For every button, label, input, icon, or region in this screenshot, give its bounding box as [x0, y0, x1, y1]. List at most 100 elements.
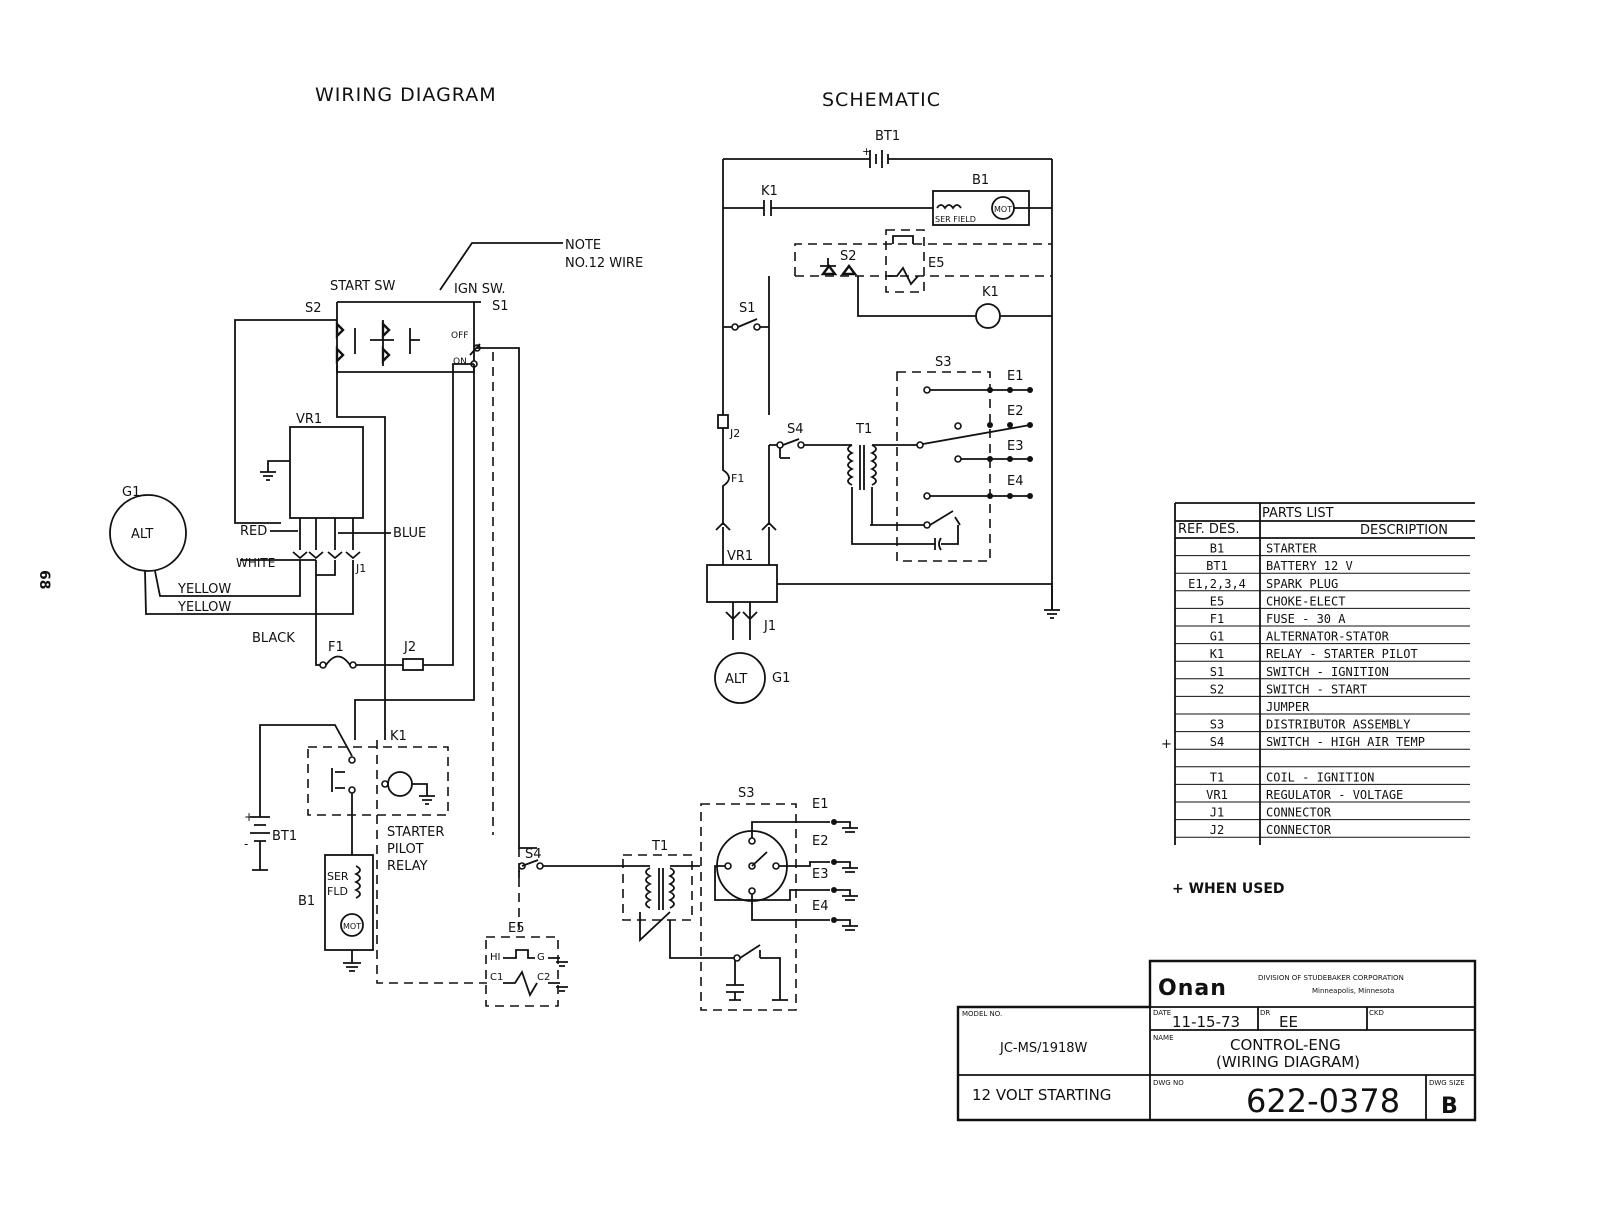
parts-row-desc: JUMPER — [1266, 700, 1310, 714]
sch-s2-label: S2 — [840, 249, 857, 264]
parts-row-desc: BATTERY 12 V — [1266, 559, 1353, 573]
parts-row-desc: COIL - IGNITION — [1266, 770, 1374, 784]
plus-mark: + — [1161, 737, 1172, 752]
e3-label: E3 — [812, 867, 829, 882]
e4-label: E4 — [812, 899, 829, 914]
sch-s4-switch — [769, 438, 800, 459]
bt1-label: BT1 — [272, 829, 297, 844]
s4-label: S4 — [525, 847, 542, 862]
schematic-title: SCHEMATIC — [822, 89, 941, 111]
ckd-label: CKD — [1369, 1009, 1384, 1017]
starter-pilot-label-3: RELAY — [387, 859, 428, 874]
svg-text:-: - — [244, 837, 248, 851]
hi-label: HI — [490, 952, 500, 963]
parts-row-desc: CHOKE-ELECT — [1266, 594, 1345, 608]
k1-label: K1 — [390, 729, 407, 744]
f1-fuse-icon — [325, 655, 351, 666]
vr1-label: VR1 — [296, 412, 322, 427]
dwg-label: DWG NO — [1153, 1079, 1184, 1087]
starter-pilot-label-1: STARTER — [387, 825, 444, 840]
sch-rails — [722, 159, 1053, 610]
sch-e2-label: E2 — [1007, 404, 1024, 419]
s4-switch-icon — [518, 859, 539, 878]
k1-relay-box — [307, 746, 449, 816]
sch-f1-label: F1 — [731, 472, 744, 485]
parts-row-desc: FUSE - 30 A — [1266, 612, 1346, 626]
f1-label: F1 — [328, 640, 344, 655]
plug-grounds-icon — [836, 821, 858, 931]
sch-e1-label: E1 — [1007, 369, 1024, 384]
c1-label: C1 — [490, 972, 503, 983]
sch-g1-label: G1 — [772, 671, 790, 686]
wire-s2-vr1 — [234, 319, 337, 524]
ser-label: SER — [327, 870, 349, 883]
parts-row-ref: S3 — [1210, 718, 1224, 732]
starting-voltage: 12 VOLT STARTING — [972, 1086, 1111, 1104]
sch-s3-box — [896, 371, 991, 562]
sch-k1-contact-label: K1 — [761, 184, 778, 199]
drawing-number: 622-0378 — [1246, 1082, 1400, 1120]
e2-label: E2 — [812, 834, 829, 849]
ign-sw-label: IGN SW. — [454, 282, 506, 297]
j1-connector-icon — [292, 551, 361, 560]
parts-row-desc: SWITCH - HIGH AIR TEMP — [1266, 735, 1425, 749]
b1-label: B1 — [298, 894, 315, 909]
parts-row-ref: S2 — [1210, 682, 1224, 696]
parts-row-desc: SWITCH - START — [1266, 682, 1367, 696]
size-value: B — [1441, 1094, 1458, 1119]
bt1-battery-icon: + - — [244, 784, 270, 871]
sch-rotor-lines — [922, 389, 1031, 526]
model-label: MODEL NO. — [962, 1010, 1002, 1018]
parts-row-desc: REGULATOR - VOLTAGE — [1266, 788, 1403, 802]
svg-text:+: + — [862, 145, 871, 158]
g1-alternator — [109, 494, 187, 572]
e5-heater-icon — [503, 949, 535, 959]
t1-transformer-icon — [645, 867, 675, 910]
note-leader — [439, 242, 563, 291]
parts-list-title: PARTS LIST — [1262, 506, 1334, 521]
wire-s1-s4 — [477, 347, 537, 849]
on-label: ON — [453, 357, 467, 367]
g1-label: G1 — [122, 485, 140, 500]
name-line-2: (WIRING DIAGRAM) — [1216, 1053, 1360, 1071]
e5-label: E5 — [508, 921, 525, 936]
sch-mot-label: MOT — [994, 205, 1012, 214]
parts-row-desc: SWITCH - IGNITION — [1266, 665, 1389, 679]
ser-field-coil-icon — [353, 865, 361, 899]
name-label: NAME — [1153, 1034, 1174, 1042]
parts-row-ref: T1 — [1210, 770, 1224, 784]
vr1-ground-icon — [260, 460, 290, 481]
yellow-label-2: YELLOW — [177, 600, 231, 615]
sch-k1-contact — [723, 200, 933, 216]
parts-row-desc: RELAY - STARTER PILOT — [1266, 647, 1418, 661]
sch-bt1-label: BT1 — [875, 129, 900, 144]
white-label: WHITE — [236, 556, 275, 570]
start-sw-label: START SW — [330, 279, 395, 294]
k1-contacts-icon — [331, 768, 345, 792]
name-line-1: CONTROL-ENG — [1230, 1036, 1341, 1054]
parts-row-ref: VR1 — [1206, 788, 1228, 802]
e5-bimetal-icon — [503, 969, 538, 998]
sch-s4-label: S4 — [787, 422, 804, 437]
sch-vr1-regulator — [706, 564, 778, 603]
c2-label: C2 — [537, 972, 550, 983]
j1-label: J1 — [355, 562, 366, 575]
parts-row-desc: CONNECTOR — [1266, 823, 1332, 837]
off-label: OFF — [451, 331, 468, 341]
parts-row-ref: B1 — [1210, 542, 1224, 556]
wire-yellow-2 — [144, 560, 354, 615]
col-ref-header: REF. DES. — [1178, 522, 1240, 537]
starter-pilot-label-2: PILOT — [387, 842, 424, 857]
parts-row-ref: F1 — [1210, 612, 1224, 626]
sch-f1-fuse — [722, 428, 730, 525]
s2-label: S2 — [305, 301, 322, 316]
j2-label: J2 — [403, 640, 416, 655]
parts-row-ref: J2 — [1210, 823, 1224, 837]
vr1-regulator — [289, 426, 364, 519]
vr1-leads — [299, 518, 354, 550]
e5-choke-box — [485, 936, 559, 1007]
parts-row-ref: BT1 — [1206, 559, 1228, 573]
title-block: Onan DIVISION OF STUDEBAKER CORPORATION … — [956, 959, 1477, 1122]
